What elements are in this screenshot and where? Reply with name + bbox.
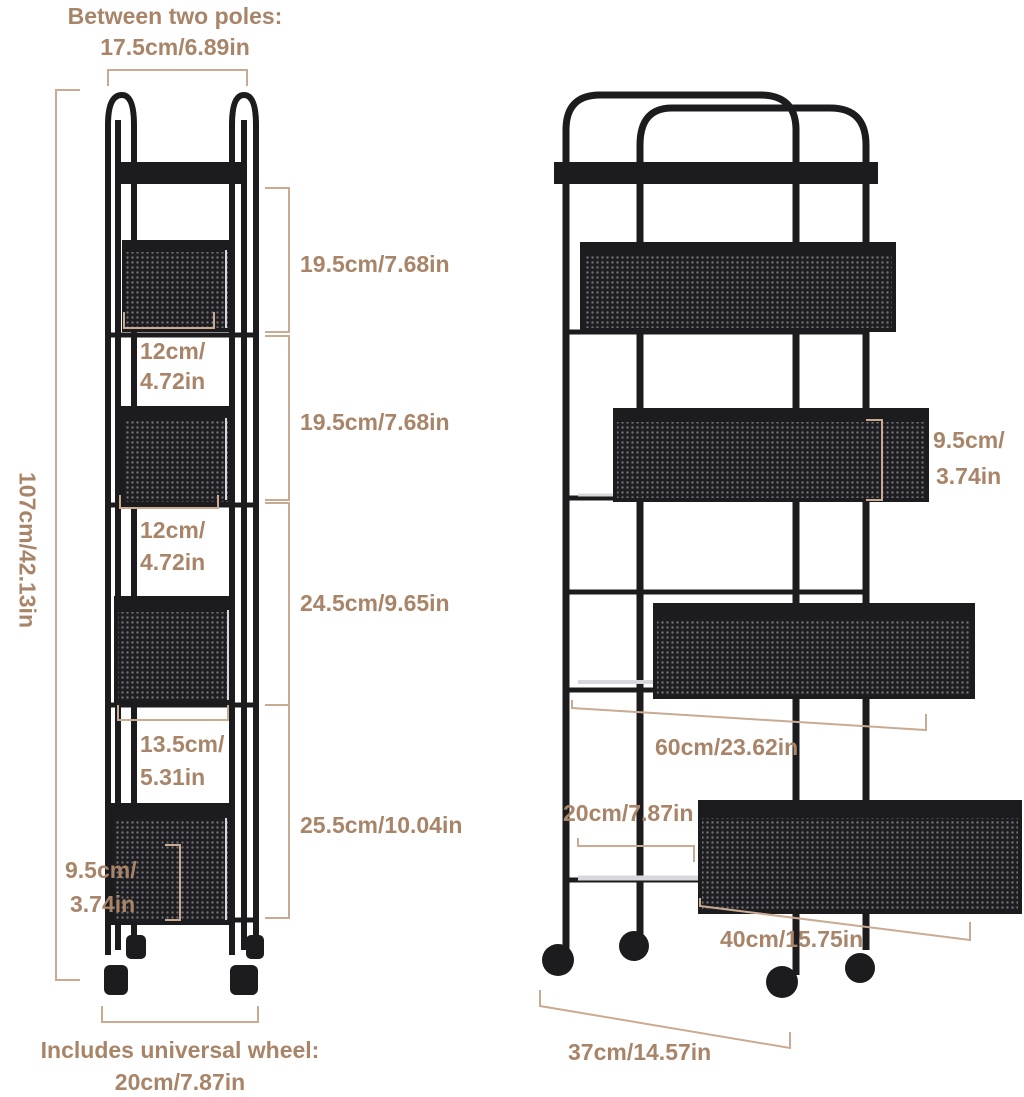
universal-wheel-label: Includes universal wheel:: [40, 1037, 320, 1063]
shelf-spacing-label-2: 19.5cm/7.68in: [300, 409, 450, 435]
cart-front-view-icon: [542, 91, 1022, 998]
basket-width-label-3: 13.5cm/: [140, 731, 225, 757]
shelf-spacing-label-3: 24.5cm/9.65in: [300, 590, 450, 616]
basket-width-value-1: 4.72in: [140, 368, 206, 394]
left-dimension-lines: [55, 69, 290, 1023]
universal-wheel-value: 20cm/7.87in: [114, 1069, 246, 1095]
left-basket-height-label: 9.5cm/: [65, 857, 137, 883]
basket-width-label-2: 12cm/: [140, 517, 206, 543]
caster-wheel-icon: [104, 935, 264, 995]
right-dimension-lines: [539, 419, 971, 1050]
between-poles-value: 17.5cm/6.89in: [100, 34, 250, 60]
between-poles-label: Between two poles:: [67, 3, 283, 29]
left-basket-height-value: 3.74in: [70, 891, 136, 917]
total-height-label: 107cm/42.13in: [14, 471, 41, 628]
shelf-spacing-label-1: 19.5cm/7.68in: [300, 251, 450, 277]
length-label: 60cm/23.62in: [655, 734, 799, 760]
basket-width-value-2: 4.72in: [140, 549, 206, 575]
extension-label: 20cm/7.87in: [563, 800, 694, 826]
depth-label: 40cm/15.75in: [720, 926, 864, 952]
basket-width-value-3: 5.31in: [140, 764, 206, 790]
base-label: 37cm/14.57in: [568, 1039, 712, 1065]
cart-side-view-icon: [104, 91, 264, 995]
caster-wheel-icon: [542, 931, 875, 998]
basket-width-label-1: 12cm/: [140, 338, 206, 364]
shelf-spacing-label-4: 25.5cm/10.04in: [300, 812, 463, 838]
right-basket-height-value: 3.74in: [936, 463, 1002, 489]
right-basket-height-label: 9.5cm/: [933, 427, 1005, 453]
